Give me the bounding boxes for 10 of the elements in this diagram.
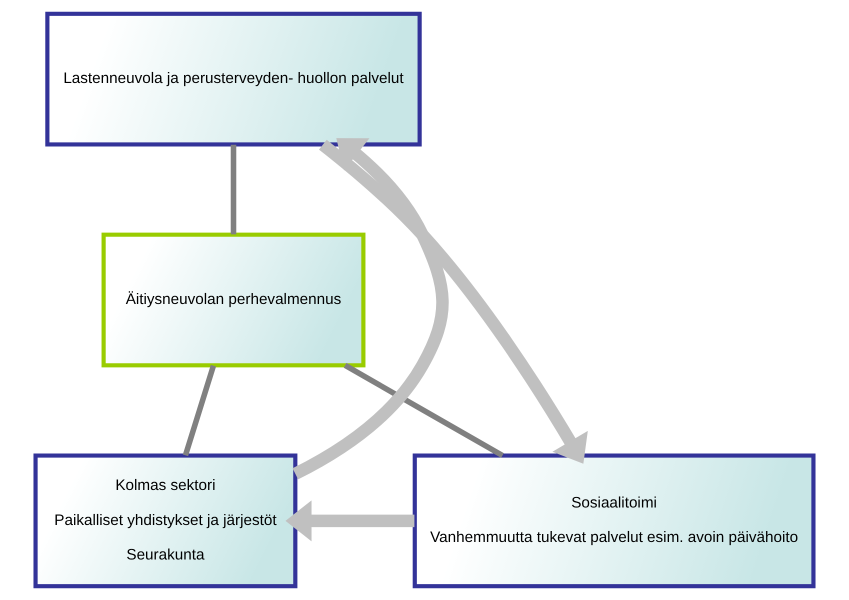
connector	[182, 364, 216, 456]
connector	[230, 144, 236, 234]
node-box: Äitiysneuvolan perhevalmennus	[102, 232, 366, 368]
node-box: Lastenneuvola ja perusterveyden- huollon palvelut	[45, 12, 422, 146]
node-box: Kolmas sektori Paikalliset yhdistykset ja järjestöt Seurakunta	[33, 454, 298, 588]
connector	[344, 362, 504, 458]
arrow	[292, 138, 449, 480]
arrow	[285, 500, 414, 542]
arrow	[318, 140, 588, 464]
node-box: Sosiaalitoimi Vanhemmuutta tukevat palvelut esim. avoin päivähoito	[412, 454, 816, 588]
